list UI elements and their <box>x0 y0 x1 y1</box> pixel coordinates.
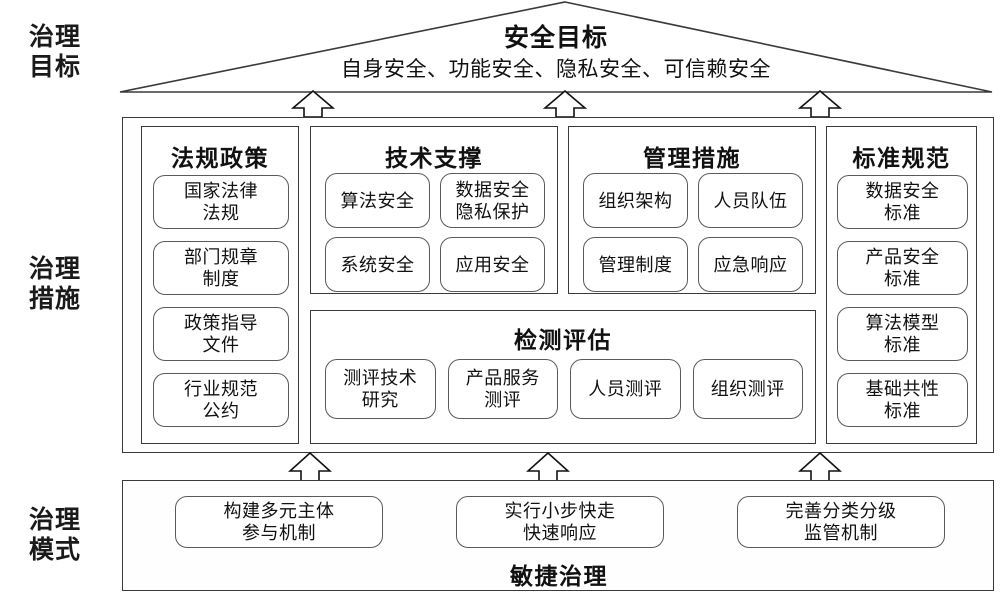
chip-eval-1[interactable]: 测评技术 研究 <box>325 359 436 419</box>
chip-policy-4-line2: 公约 <box>202 401 240 421</box>
chip-standard-1-line1: 数据安全 <box>865 181 940 201</box>
panel-manage-title: 管理措施 <box>643 145 741 171</box>
chip-mode-2-line2: 快速响应 <box>523 523 597 543</box>
arrow-up-icon-mode-2 <box>526 452 570 482</box>
chip-standard-1[interactable]: 数据安全 标准 <box>837 175 968 229</box>
chip-standard-4-line1: 基础共性 <box>865 379 940 399</box>
chip-eval-1-line2: 研究 <box>361 390 399 410</box>
chip-policy-3-line1: 政策指导 <box>184 313 258 333</box>
chip-mode-1[interactable]: 构建多元主体 参与机制 <box>175 496 383 548</box>
panel-eval-title: 检测评估 <box>514 327 612 353</box>
chip-tech-3-line1: 系统安全 <box>340 254 415 275</box>
chip-standard-3[interactable]: 算法模型 标准 <box>837 307 968 361</box>
chip-policy-4-line1: 行业规范 <box>184 379 258 399</box>
chip-eval-2-line1: 产品服务 <box>465 368 540 388</box>
rail-label-measure: 治理 措施 <box>0 254 110 314</box>
arrow-up-icon-mode-1 <box>288 452 332 482</box>
rail-label-goal: 治理 目标 <box>0 22 110 82</box>
chip-tech-1[interactable]: 算法安全 <box>325 173 430 228</box>
chip-manage-2[interactable]: 人员队伍 <box>698 173 803 228</box>
chip-mode-2-line1: 实行小步快走 <box>504 501 616 521</box>
panel-policy-title: 法规政策 <box>171 145 269 171</box>
chip-manage-1[interactable]: 组织架构 <box>583 173 688 228</box>
panel-tech: 技术支撑 算法安全 数据安全 隐私保护 系统安全 <box>310 126 558 294</box>
chip-eval-2[interactable]: 产品服务 测评 <box>447 359 558 419</box>
panel-standard-items: 数据安全 标准 产品安全 标准 算法模型 标准 <box>837 175 968 439</box>
chip-tech-2-line1: 数据安全 <box>455 179 530 200</box>
chip-policy-1-line1: 国家法律 <box>184 181 258 201</box>
chip-policy-2[interactable]: 部门规章 制度 <box>153 241 289 295</box>
triangle-roof-icon <box>119 1 993 93</box>
chip-tech-4[interactable]: 应用安全 <box>440 237 545 292</box>
chip-policy-2-line1: 部门规章 <box>184 247 258 267</box>
chip-manage-3-line1: 管理制度 <box>598 254 673 275</box>
rail-label-measure-line2: 措施 <box>28 285 81 313</box>
chip-mode-1-line2: 参与机制 <box>242 523 316 543</box>
chip-eval-3[interactable]: 人员测评 <box>570 359 681 419</box>
arrow-up-icon-goal-1 <box>291 90 335 118</box>
chip-eval-2-line2: 测评 <box>484 390 522 410</box>
panel-tech-title: 技术支撑 <box>385 145 483 171</box>
rail-label-goal-line1: 治理 <box>28 23 81 51</box>
chip-mode-3[interactable]: 完善分类分级 监管机制 <box>737 496 945 548</box>
chip-policy-2-line2: 制度 <box>202 269 240 289</box>
chip-eval-4[interactable]: 组织测评 <box>692 359 803 419</box>
panel-standard: 标准规范 数据安全 标准 产品安全 标准 算法模型 <box>826 126 977 444</box>
chip-tech-3[interactable]: 系统安全 <box>325 237 430 292</box>
chip-eval-4-line1: 组织测评 <box>710 379 785 399</box>
rail-label-mode-line2: 模式 <box>28 536 81 564</box>
panel-eval: 检测评估 测评技术 研究 产品服务 测评 人员测评 <box>310 310 816 444</box>
chip-standard-2-line2: 标准 <box>884 269 921 289</box>
panel-standard-title: 标准规范 <box>852 145 951 171</box>
pediment-title: 安全目标 <box>503 24 608 52</box>
panel-eval-items: 测评技术 研究 产品服务 测评 人员测评 <box>325 359 803 419</box>
arrow-up-icon-mode-3 <box>798 452 842 482</box>
arrow-up-icon-goal-3 <box>798 90 842 118</box>
chip-manage-3[interactable]: 管理制度 <box>583 237 688 292</box>
chip-policy-1[interactable]: 国家法律 法规 <box>153 175 289 229</box>
panel-policy: 法规政策 国家法律 法规 部门规章 制度 政策指导 <box>141 126 299 444</box>
chip-mode-3-line2: 监管机制 <box>804 523 878 543</box>
chip-standard-3-line1: 算法模型 <box>865 313 940 333</box>
panel-policy-items: 国家法律 法规 部门规章 制度 政策指导 文件 <box>153 175 289 439</box>
rail-label-goal-line2: 目标 <box>28 53 81 81</box>
chip-tech-2-line2: 隐私保护 <box>455 201 530 222</box>
arrow-up-icon-goal-2 <box>543 90 587 118</box>
chip-standard-1-line2: 标准 <box>884 203 921 223</box>
pediment-subtitle: 自身安全、功能安全、隐私安全、可信赖安全 <box>341 58 771 81</box>
chip-manage-4[interactable]: 应急响应 <box>698 237 803 292</box>
rail-label-mode-line1: 治理 <box>28 506 81 534</box>
mode-items: 构建多元主体 参与机制 实行小步快走 快速响应 完善分类分级 监管机制 <box>175 496 945 548</box>
chip-manage-2-line1: 人员队伍 <box>713 190 788 211</box>
panel-manage-items: 组织架构 人员队伍 管理制度 <box>583 173 803 292</box>
chip-policy-4[interactable]: 行业规范 公约 <box>153 373 289 427</box>
chip-tech-1-line1: 算法安全 <box>340 190 415 211</box>
panel-manage: 管理措施 组织架构 人员队伍 管理制度 <box>568 126 816 294</box>
mode-caption: 敏捷治理 <box>510 563 608 589</box>
panel-tech-items: 算法安全 数据安全 隐私保护 系统安全 <box>325 173 545 292</box>
chip-standard-4-line2: 标准 <box>884 401 921 421</box>
chip-mode-3-line1: 完善分类分级 <box>785 501 897 521</box>
rail-label-measure-line1: 治理 <box>28 255 81 283</box>
chip-standard-4[interactable]: 基础共性 标准 <box>837 373 968 427</box>
governance-measures-frame: 法规政策 国家法律 法规 部门规章 制度 政策指导 <box>122 117 994 453</box>
chip-mode-2[interactable]: 实行小步快走 快速响应 <box>456 496 664 548</box>
chip-eval-3-line1: 人员测评 <box>588 379 663 399</box>
governance-mode-band: 构建多元主体 参与机制 实行小步快走 快速响应 完善分类分级 监管机制 敏捷治理 <box>122 480 994 591</box>
chip-eval-1-line1: 测评技术 <box>343 368 418 388</box>
chip-standard-2-line1: 产品安全 <box>865 247 940 267</box>
rail-label-mode: 治理 模式 <box>0 505 110 565</box>
chip-standard-3-line2: 标准 <box>884 335 921 355</box>
chip-tech-2[interactable]: 数据安全 隐私保护 <box>440 173 545 228</box>
chip-mode-1-line1: 构建多元主体 <box>223 501 335 521</box>
chip-policy-3[interactable]: 政策指导 文件 <box>153 307 289 361</box>
chip-standard-2[interactable]: 产品安全 标准 <box>837 241 968 295</box>
chip-policy-1-line2: 法规 <box>202 203 240 223</box>
chip-manage-4-line1: 应急响应 <box>713 254 788 275</box>
chip-policy-3-line2: 文件 <box>202 335 240 355</box>
chip-manage-1-line1: 组织架构 <box>598 190 673 211</box>
pediment-roof: 安全目标 自身安全、功能安全、隐私安全、可信赖安全 <box>118 0 994 94</box>
chip-tech-4-line1: 应用安全 <box>455 254 530 275</box>
